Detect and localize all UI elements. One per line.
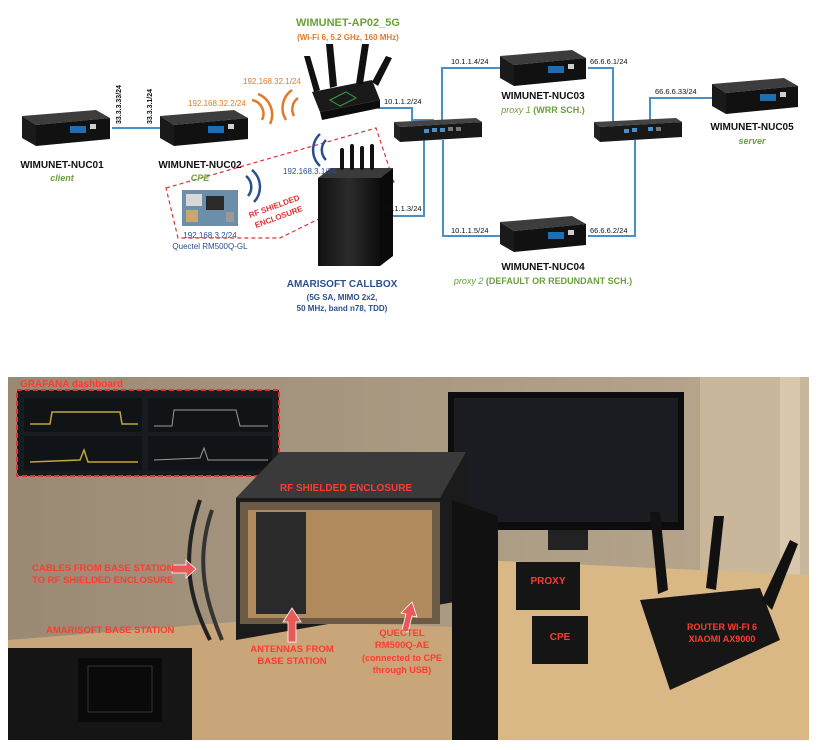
network-diagram: WIMUNET-AP02_5G (Wi-Fi 6, 5.2 GHz, 160 M… bbox=[20, 17, 798, 313]
nuc05-role: server bbox=[738, 136, 766, 146]
nuc02-role: CPE bbox=[191, 173, 211, 183]
nuc01-device bbox=[22, 110, 110, 146]
ap-ip: 192.168.32.1/24 bbox=[243, 77, 301, 86]
nuc04-role-name: proxy 2 bbox=[453, 276, 484, 286]
proxy-label: PROXY bbox=[530, 576, 565, 587]
callbox-name: AMARISOFT CALLBOX bbox=[287, 279, 398, 290]
nuc04-device bbox=[500, 216, 586, 252]
nuc03-device bbox=[500, 50, 586, 86]
callbox-ip: 192.168.3.1/24 bbox=[283, 167, 337, 176]
switch1-ip-bottom: 10.1.1.5/24 bbox=[451, 226, 489, 235]
switch1-device bbox=[394, 118, 482, 142]
modem-board bbox=[182, 190, 238, 226]
quectel-label-1: QUECTEL bbox=[379, 628, 425, 639]
callbox-device bbox=[318, 144, 393, 266]
nuc03-role-detail: (WRR SCH.) bbox=[533, 105, 585, 115]
nuc03-ip: 66.6.6.1/24 bbox=[590, 57, 628, 66]
switch1-ip-top: 10.1.1.4/24 bbox=[451, 57, 489, 66]
enclosure-label: RF SHIELDED ENCLOSURE bbox=[280, 483, 413, 494]
switch1-ip-ap: 10.1.1.2/24 bbox=[384, 97, 422, 106]
ap-name: WIMUNET-AP02_5G bbox=[296, 17, 400, 29]
quectel-arrow bbox=[400, 601, 418, 633]
grafana-label: GRAFANA dashboard bbox=[20, 379, 123, 390]
antennas-label-1: ANTENNAS FROM bbox=[250, 644, 333, 655]
router-label-1: ROUTER WI-FI 6 bbox=[687, 622, 757, 632]
quectel-label-2: RM500Q-AE bbox=[375, 640, 429, 651]
nuc03-role-name: proxy 1 bbox=[500, 105, 531, 115]
callbox-spec-2: 50 MHz, band n78, TDD) bbox=[297, 304, 388, 313]
link-switch1-nuc03 bbox=[441, 67, 500, 124]
nuc02-name: WIMUNET-NUC02 bbox=[158, 160, 242, 171]
nuc04-ip: 66.6.6.2/24 bbox=[590, 226, 628, 235]
ap-router bbox=[304, 44, 392, 120]
nuc01-role: client bbox=[50, 173, 75, 183]
nuc04-role: proxy 2 (DEFAULT OR REDUNDANT SCH.) bbox=[453, 276, 632, 286]
ap-spec: (Wi-Fi 6, 5.2 GHz, 160 MHz) bbox=[297, 33, 399, 42]
antennas-label-2: BASE STATION bbox=[257, 656, 326, 667]
nuc02-device bbox=[160, 110, 248, 146]
nuc02-wifi-ip: 192.168.32.2/24 bbox=[188, 99, 246, 108]
cables-label-2: TO RF SHIELDED ENCLOSURE bbox=[32, 575, 173, 586]
antennas-arrow bbox=[282, 607, 302, 643]
ethernet-links bbox=[112, 67, 712, 237]
switch2-device bbox=[594, 118, 682, 142]
base-station-label: AMARISOFT BASE STATION bbox=[46, 625, 175, 636]
cellular-waves bbox=[245, 133, 327, 203]
nuc01-ip: 33.3.3.33/24 bbox=[116, 85, 123, 124]
quectel-label-3: (connected to CPE bbox=[362, 653, 442, 663]
nuc01-name: WIMUNET-NUC01 bbox=[20, 160, 104, 171]
cpe-label: CPE bbox=[550, 632, 571, 643]
nuc05-ip: 66.6.6.33/24 bbox=[655, 87, 697, 96]
modem-name: Quectel RM500Q-GL bbox=[172, 242, 248, 251]
nuc03-role: proxy 1 (WRR SCH.) bbox=[500, 105, 585, 115]
nuc04-name: WIMUNET-NUC04 bbox=[501, 262, 585, 273]
router-label-2: XIAOMI AX9000 bbox=[689, 634, 756, 644]
lab-photo: GRAFANA dashboard RF SHIELDED ENCLOSURE … bbox=[8, 377, 809, 740]
link-nuc04-switch2 bbox=[588, 140, 636, 237]
nuc05-device bbox=[712, 78, 798, 114]
nuc05-name: WIMUNET-NUC05 bbox=[710, 122, 794, 133]
modem-ip: 192.168.3.2/24 bbox=[183, 231, 237, 240]
nuc03-name: WIMUNET-NUC03 bbox=[501, 91, 585, 102]
wifi-waves bbox=[251, 88, 299, 125]
quectel-label-4: through USB) bbox=[373, 665, 432, 675]
switch1-ip-callbox: 10.1.1.3/24 bbox=[384, 204, 422, 213]
cables-label-1: CABLES FROM BASE STATION bbox=[32, 563, 174, 574]
nuc04-role-detail: (DEFAULT OR REDUNDANT SCH.) bbox=[486, 276, 632, 286]
nuc02-ip: 33.3.3.1/24 bbox=[147, 89, 154, 124]
link-callbox-switch1 bbox=[383, 140, 425, 217]
link-nuc03-switch2 bbox=[588, 67, 620, 123]
link-switch1-nuc04 bbox=[442, 140, 500, 237]
link-switch2-nuc05 bbox=[649, 97, 712, 122]
callbox-spec-1: (5G SA, MIMO 2x2, bbox=[307, 293, 378, 302]
cables-arrow bbox=[171, 559, 197, 579]
